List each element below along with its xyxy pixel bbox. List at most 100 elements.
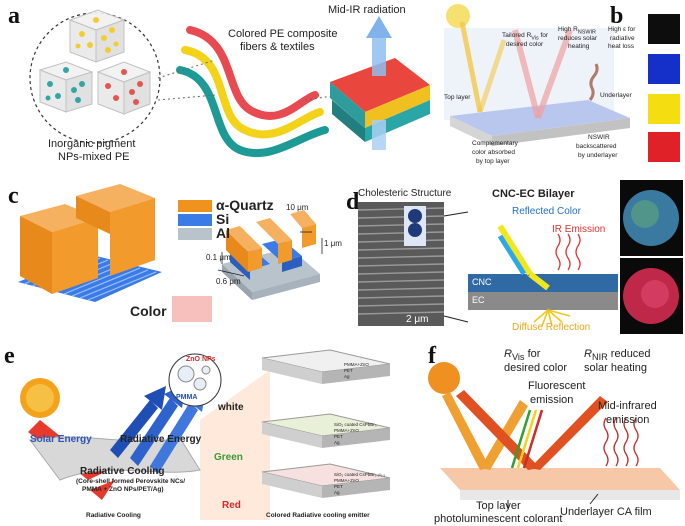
stack-white	[261, 349, 391, 384]
panel-d-label: d	[346, 189, 360, 215]
complementary-3: by top layer	[476, 158, 510, 165]
stack-white-layer-3: Ag	[344, 373, 350, 379]
ec-label: EC	[472, 295, 485, 305]
pigment-caption-2: NPs-mixed PE	[58, 151, 130, 163]
complementary-1: Complementary	[472, 140, 518, 147]
legend-si: Si	[216, 211, 230, 227]
color-swatch	[172, 296, 212, 322]
stack-green-layer-2: PMMA+ZnO	[334, 427, 359, 433]
swatch-blue	[648, 54, 680, 84]
bilayer-title: CNC-EC Bilayer	[492, 188, 575, 200]
rnir-label: RNIR reduced	[584, 348, 651, 363]
rvis-label: RVis for	[504, 348, 541, 363]
tailored-desired-color: desired color	[506, 41, 544, 48]
panel-a: a	[0, 0, 430, 170]
nswir-line-3: heating	[568, 43, 590, 50]
stack-white-layer-2: PET	[344, 367, 353, 373]
ir-emission-label: IR Emission	[552, 224, 606, 235]
panel-d: d	[342, 176, 685, 336]
solar-energy-label: Solar Energy	[30, 434, 92, 445]
rvis-line-2: desired color	[504, 362, 567, 374]
white-label: white	[218, 402, 244, 413]
top-layer-label: Top layer	[444, 94, 471, 101]
zno-label: ZnO NPs	[186, 356, 216, 363]
mid-ir-arrow	[366, 16, 392, 150]
dim-01um: 0.1 μm	[206, 253, 231, 262]
panel-e: e Solar E	[0, 340, 420, 526]
diffuse-label: Diffuse Reflection	[512, 322, 591, 333]
stack-green-layer-4: Ag	[334, 439, 340, 445]
rnir-line-2: solar heating	[584, 362, 647, 374]
mid-ir-line-2: emission	[606, 414, 650, 426]
panel-c: c	[0, 176, 342, 336]
radiative-energy-label: Radiative Energy	[120, 434, 202, 445]
pmma-label: PMMA	[176, 394, 198, 401]
legend-quartz: α-Quartz	[216, 197, 274, 213]
panel-c-illustration	[18, 184, 323, 302]
fibers-caption-1: Colored PE composite	[228, 28, 338, 40]
dim-06um: 0.6 μm	[216, 277, 241, 286]
stack-red-layer-2: PMMA+ZnO	[334, 477, 359, 483]
mid-ir-label: Mid-IR radiation	[328, 4, 406, 16]
swatch-yellow	[648, 94, 680, 124]
yellow-pigment-cube	[68, 9, 126, 63]
fluorescent-line-2: emission	[530, 394, 574, 406]
emitter-caption: Colored Radiative cooling emitter	[266, 512, 370, 519]
high-eps-line-1: High ε for	[608, 26, 636, 33]
nswir-line-2: reduces solar	[558, 35, 598, 42]
high-eps-line-3: heat loss	[608, 43, 635, 50]
backscatter-2: backscattered	[576, 143, 617, 150]
tem-scale: 2 μm	[406, 314, 429, 325]
pigment-caption-1: Inorganic pigment	[48, 138, 136, 150]
color-label: Color	[130, 303, 167, 319]
panel-b-illustration	[444, 4, 630, 146]
panel-f-label: f	[428, 343, 436, 369]
underlayer-label: Underlayer	[600, 92, 632, 99]
backscatter-3: by underlayer	[578, 152, 618, 159]
panel-e-label: e	[4, 343, 15, 369]
reflected-color-label: Reflected Color	[512, 206, 581, 217]
cooling-bottom: Radiative Cooling	[86, 512, 141, 519]
teal-pigment-cube	[38, 61, 94, 113]
red-label: Red	[222, 500, 241, 511]
cooling-sub-1: (Core-shell formed Perovskite NCs/	[76, 478, 186, 485]
stack-white-layer-1: PMMA+ZnO	[344, 362, 369, 367]
top-layer-line-2: photoluminescent colorant	[434, 513, 563, 525]
panel-c-label: c	[8, 183, 19, 209]
backscatter-1: NSWIR	[588, 134, 610, 141]
stack-red-layer-3: PET	[334, 483, 343, 489]
panel-b: b Tailored RVis for desired color High R…	[440, 0, 685, 170]
mid-ir-line-1: Mid-infrared	[598, 400, 657, 412]
swatch-red	[648, 132, 680, 162]
stack-red	[261, 463, 391, 498]
stack-white-labels: PMMA+ZnO PET Ag	[344, 362, 369, 380]
panel-a-label: a	[8, 3, 20, 29]
stack-green-labels: SiO₂ coated CsPbBr₃ PMMA+ZnO PET Ag	[334, 422, 377, 445]
colored-fibers	[176, 26, 329, 158]
cooling-title: Radiative Cooling	[80, 466, 165, 477]
stack-red-layer-1: SiO₂ coated CsPbBr₁.₅I₁.₅	[334, 472, 386, 477]
swatch-black	[648, 14, 680, 44]
high-rnswir: High RNSWIR	[558, 26, 596, 36]
panel-a-illustration	[29, 9, 430, 158]
panel-f-illustration	[428, 362, 680, 508]
top-layer-line-1: Top layer	[476, 500, 521, 512]
dim-1um: 1 μm	[324, 239, 342, 248]
stack-green-layer-1: SiO₂ coated CsPbBr₃	[334, 422, 377, 427]
stack-green	[261, 413, 391, 448]
panel-e-illustration	[20, 349, 391, 520]
panel-b-label: b	[610, 3, 624, 29]
green-label: Green	[214, 452, 243, 463]
legend-al: Al	[216, 225, 230, 241]
cnc-label: CNC	[472, 277, 492, 287]
underlayer-label-f: Underlayer CA film	[560, 506, 652, 518]
red-pigment-cube	[96, 61, 152, 115]
textile-block	[330, 58, 430, 142]
stack-red-layer-4: Ag	[334, 489, 340, 495]
cholesteric-label: Cholesteric Structure	[358, 188, 452, 199]
high-eps-line-2: radiative	[610, 35, 635, 42]
fibers-caption-2: fibers & textiles	[240, 41, 315, 53]
dim-10um: 10 μm	[286, 203, 309, 212]
tailored-rvis: Tailored RVis for	[502, 32, 549, 42]
complementary-2: color absorbed	[472, 149, 515, 156]
